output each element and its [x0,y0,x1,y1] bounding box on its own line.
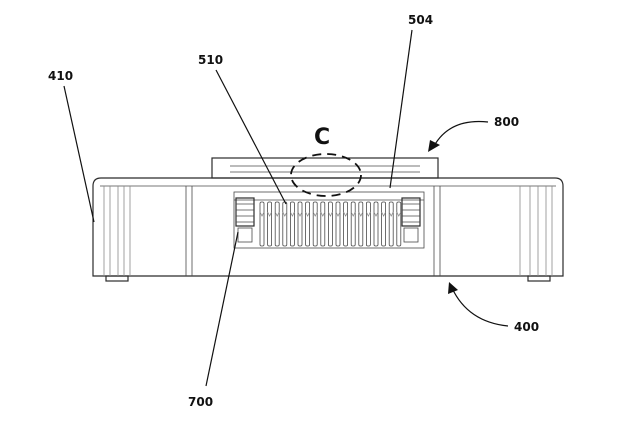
fin [320,201,326,247]
fin-notch [350,211,356,217]
fin-notch [343,211,348,217]
fin-notch [358,211,364,217]
fin-notch [396,211,402,217]
fin [327,201,333,247]
fin [312,201,318,247]
fin [282,201,288,247]
fin-notch [366,211,371,217]
label-504: 504 [408,13,433,27]
label-410: 410 [48,69,73,83]
fin-notch [305,211,310,217]
fin [305,201,311,247]
label-510: 510 [198,53,223,67]
fin [388,201,394,247]
fin [373,201,379,247]
fin-notch [373,211,379,217]
fin-array [233,191,425,249]
fin-notch [335,211,341,217]
fin-notch [259,211,265,217]
leader-lines [63,29,509,387]
fin [297,201,303,247]
fin [350,201,356,247]
fin-notch [328,211,333,217]
detail-label-c: C [314,125,330,150]
fin [381,201,387,247]
label-400: 400 [514,320,539,334]
fin-notch [312,211,318,217]
fin [365,201,371,247]
fin-notch [320,211,326,217]
fin-notch [381,211,386,217]
fin-notch [297,211,303,217]
fins [259,201,402,247]
spring-element-right [401,197,421,243]
label-700: 700 [188,395,213,409]
fin [259,201,265,247]
fin [335,201,341,247]
base-housing [92,177,564,282]
fin [343,201,349,247]
fin [289,201,295,247]
fin [267,201,273,247]
detail-callout: C [290,125,362,197]
fin [396,201,402,247]
fin-notch [388,211,394,217]
fin-notch [282,211,288,217]
fin [358,201,364,247]
fin-notch [290,211,295,217]
label-800: 800 [494,115,519,129]
fin-notch [274,211,280,217]
top-assembly [211,157,439,179]
spring-element-left [235,197,255,243]
fin [274,201,280,247]
fin-notch [267,211,272,217]
